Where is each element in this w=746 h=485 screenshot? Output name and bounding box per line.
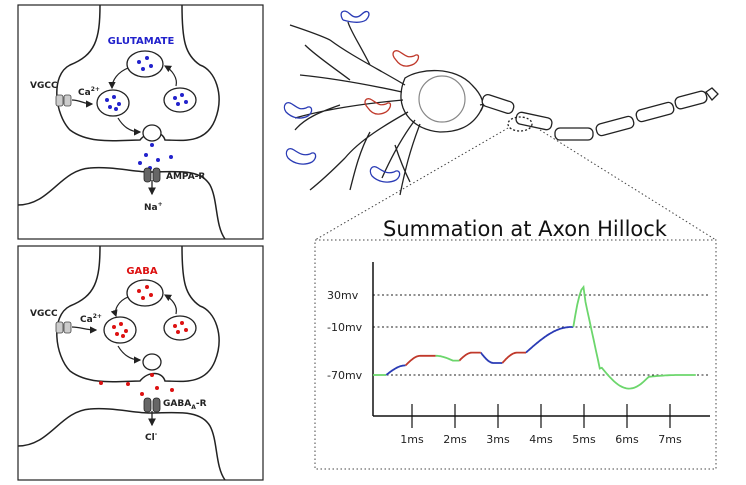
released-glutamate [138, 143, 173, 170]
vesicles [103, 279, 197, 371]
y-tick-label: 30mv [327, 289, 359, 302]
vgcc-channel-icon [55, 94, 94, 108]
neurotransmitter-label: GLUTAMATE [108, 36, 175, 47]
vesicles [96, 50, 197, 142]
x-tick-label: 2ms [443, 433, 467, 446]
trace-segment-green [435, 354, 460, 362]
x-tick-label: 5ms [572, 433, 596, 446]
neurotransmitter-label: GABA [126, 266, 158, 277]
y-tick-label: -10mv [327, 321, 363, 334]
x-tick-label: 7ms [658, 433, 682, 446]
chart-border [314, 239, 717, 470]
chart-y-tick-labels: 30mv -10mv -70mv [327, 289, 363, 382]
glutamate-synapse-panel: GLUTAMATE VGCC Ca2+ AMPA-R Na+ [17, 4, 264, 240]
chloride-label: Cl- [145, 431, 158, 443]
panel-border [17, 4, 264, 240]
x-tick-label: 6ms [615, 433, 639, 446]
membrane-potential-trace [373, 284, 696, 390]
trace-segment-blue [385, 364, 406, 376]
vgcc-label: VGCC [30, 309, 58, 319]
trace-segment-blue [525, 326, 574, 354]
y-tick-label: -70mv [327, 369, 363, 382]
x-tick-label: 3ms [486, 433, 510, 446]
summation-chart: Summation at Axon Hillock 30mv -10mv -70mv… [314, 217, 717, 470]
neuron-nucleus [418, 75, 466, 123]
receptor-label: GABAA-R [163, 399, 207, 411]
panel-border [17, 245, 264, 481]
calcium-label: Ca2+ [80, 313, 102, 325]
trace-segment-green [572, 284, 696, 390]
x-tick-label: 1ms [400, 433, 424, 446]
trace-segment-red [501, 351, 526, 364]
presynaptic-terminal [56, 4, 220, 142]
calcium-label: Ca2+ [78, 86, 100, 98]
chart-gridlines [373, 294, 710, 376]
trace-segment-blue [480, 352, 503, 364]
vgcc-channel-icon [55, 321, 98, 334]
trace-segment-red [404, 354, 436, 367]
receptor-label: AMPA-R [166, 172, 205, 182]
postsynaptic-membrane [17, 407, 226, 481]
gaba-a-receptor-icon [143, 397, 161, 427]
neuron-illustration [283, 10, 719, 196]
trace-segment-red [458, 351, 481, 362]
chart-title: Summation at Axon Hillock [383, 217, 668, 241]
chart-x-ticks: 1ms 2ms 3ms 4ms 5ms 6ms 7ms [400, 404, 682, 446]
gaba-synapse-panel: GABA VGCC Ca2+ GABAA-R Cl- [17, 245, 264, 481]
ampa-receptor-icon [143, 167, 161, 196]
sodium-label: Na+ [144, 201, 163, 213]
vgcc-label: VGCC [30, 81, 58, 91]
released-gaba [99, 373, 174, 396]
x-tick-label: 4ms [529, 433, 553, 446]
